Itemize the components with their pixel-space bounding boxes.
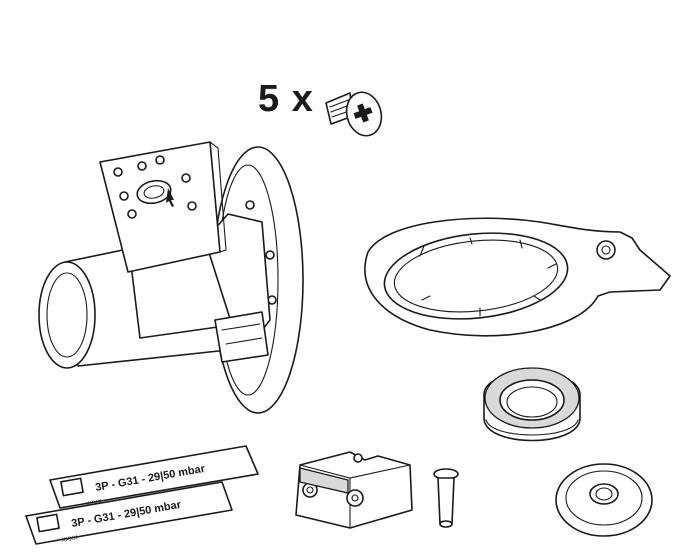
burner-flange-part [38,141,304,414]
screw-quantity-label: 5 x [258,78,314,120]
spacer-block-part [295,451,413,529]
pin-part [433,468,459,528]
grommet-part [483,367,581,442]
sticker-bottom-code: XXXX [61,535,78,544]
washer-part [555,463,653,537]
screw-part [325,91,383,137]
label-sticker-top: 3P - G31 - 29|50 mbar XXXX [49,445,259,509]
gasket-ring-part [364,217,671,337]
